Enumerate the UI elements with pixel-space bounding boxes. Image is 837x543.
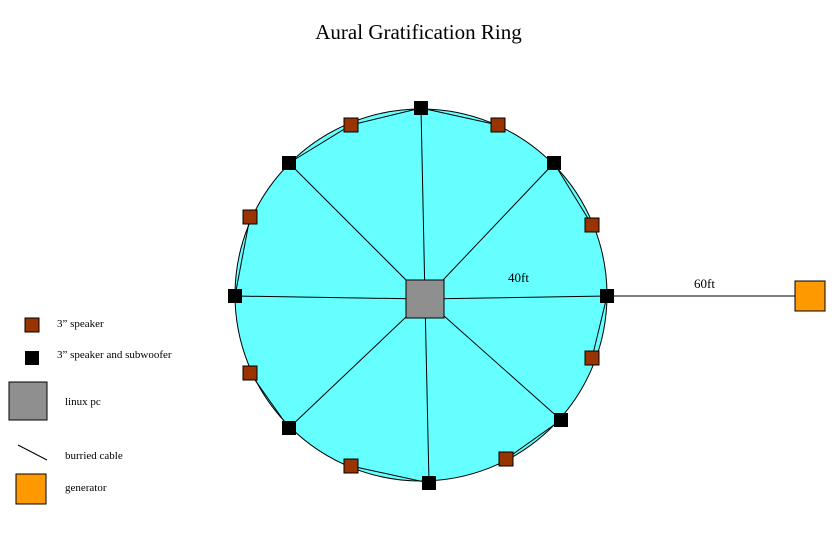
cable-perimeter <box>249 372 290 429</box>
speaker-node <box>343 117 359 133</box>
cable-perimeter <box>420 107 499 126</box>
legend-pc-swatch <box>8 381 48 421</box>
legend-generator-label: generator <box>65 482 107 494</box>
speaker-sub-node <box>282 156 296 170</box>
spoke-cables <box>234 107 608 484</box>
subwoofers <box>228 101 614 490</box>
speaker-node <box>498 451 514 467</box>
cable-perimeter <box>591 295 608 359</box>
speaker-node <box>343 458 359 474</box>
speaker-sub-node <box>554 413 568 427</box>
cable-spoke-w <box>234 295 426 300</box>
speaker-node <box>584 217 600 233</box>
perimeter-cables <box>234 107 608 484</box>
legend-speaker-swatch <box>24 317 40 333</box>
cable-spoke-ne <box>424 162 555 300</box>
cable-perimeter <box>234 216 251 297</box>
cable-perimeter <box>350 465 430 484</box>
cable-perimeter <box>288 124 352 164</box>
legend-cable-swatch <box>17 444 48 461</box>
legend-symbols <box>8 317 48 505</box>
speaker-sub-node <box>282 421 296 435</box>
speakers <box>242 117 600 474</box>
speaker-node <box>242 365 258 381</box>
speaker-node <box>242 209 258 225</box>
cable-spoke-se <box>424 298 562 421</box>
cable-spoke-sw <box>288 298 426 429</box>
speaker-node <box>584 350 600 366</box>
cable-spoke-e <box>424 295 608 300</box>
legend-generator-swatch <box>15 473 47 505</box>
speaker-sub-node <box>414 101 428 115</box>
cable-perimeter <box>553 162 593 226</box>
generator-node <box>794 280 826 312</box>
generator-distance-label: 60ft <box>694 276 715 291</box>
speaker-sub-node <box>422 476 436 490</box>
legend-speaker-sub-swatch <box>25 351 39 365</box>
radius-distance-label: 40ft <box>508 270 529 285</box>
cable-perimeter <box>505 419 562 460</box>
cable-spoke-nw <box>288 162 426 300</box>
legend-speaker-sub-label: 3” speaker and subwoofer <box>57 349 172 361</box>
speaker-sub-node <box>547 156 561 170</box>
cable-perimeter <box>350 107 422 126</box>
speaker-sub-node <box>228 289 242 303</box>
diagram-title: Aural Gratification Ring <box>315 20 522 44</box>
legend-speaker-label: 3” speaker <box>57 318 104 330</box>
speaker-node <box>490 117 506 133</box>
speaker-sub-node <box>600 289 614 303</box>
cable-spoke-n <box>420 107 426 300</box>
linux-pc-node <box>405 279 445 319</box>
legend-pc-label: linux pc <box>65 396 101 408</box>
legend-cable-label: burried cable <box>65 450 123 462</box>
cable-spoke-s <box>424 298 430 484</box>
